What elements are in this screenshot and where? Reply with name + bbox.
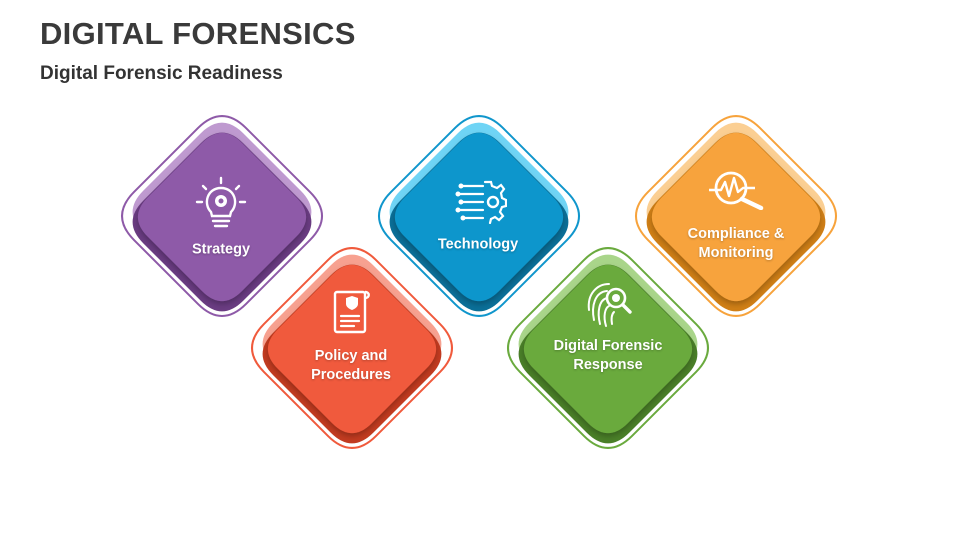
page-title: DIGITAL FORENSICS [40,16,356,51]
magnifier-pulse-icon [709,171,764,210]
policy-procedures-face [267,264,437,434]
technology-label: Technology [437,236,519,253]
fingerprint-search-icon [587,283,632,327]
policy-document-icon [333,290,370,334]
compliance-monitoring-face [651,132,821,302]
page-subtitle: Digital Forensic Readiness [40,63,283,84]
policy-procedures-diamond [251,247,453,449]
lightbulb-gear-icon [195,176,247,228]
strategy-diamond [121,115,323,317]
forensic-response-label: Digital Forensic Response [553,338,663,373]
policy-procedures-label: Policy and Procedures [311,348,391,383]
forensic-response-diamond [507,247,709,449]
forensic-response-face [523,264,693,434]
compliance-monitoring-label: Compliance & Monitoring [687,226,785,261]
strategy-label: Strategy [191,241,251,258]
circuit-gear-icon [455,180,507,224]
compliance-monitoring-diamond [635,115,837,317]
